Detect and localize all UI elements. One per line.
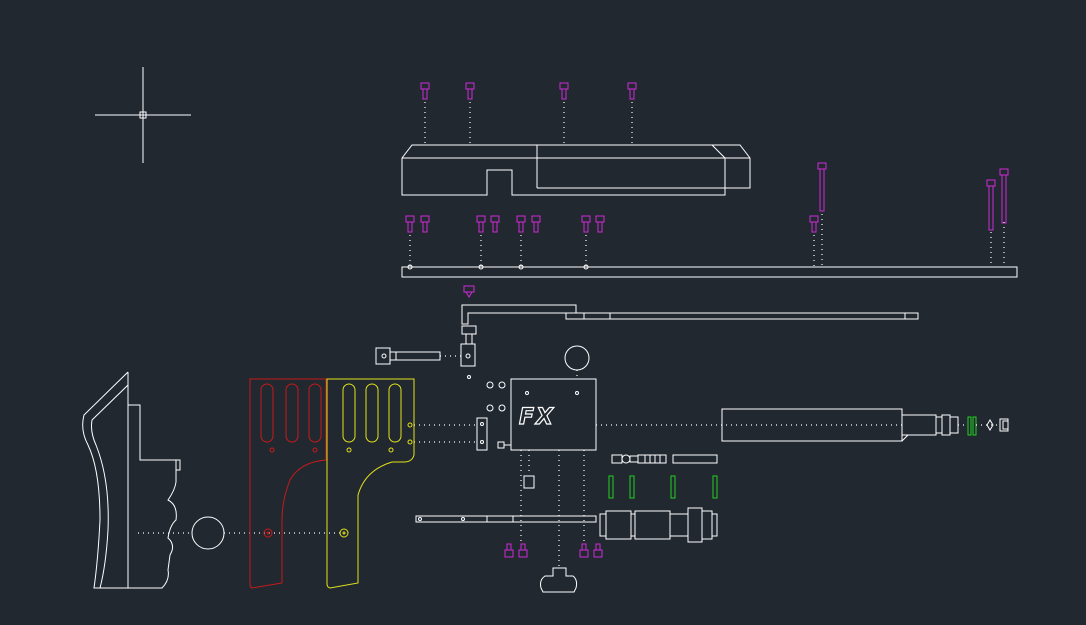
screw: [465, 82, 475, 100]
screw: [559, 82, 569, 100]
green-seals: [608, 475, 718, 499]
screw: [420, 82, 430, 100]
fx-logo: FX: [519, 405, 555, 430]
screw: [627, 82, 637, 100]
crosshair-cursor-icon: [95, 67, 191, 163]
stock-grip: [82, 371, 181, 589]
top-rail-block: [401, 144, 751, 196]
hammer-assembly: [599, 507, 718, 543]
pin-assembly: [375, 347, 461, 365]
grip-disc: [191, 516, 225, 550]
grip-panel-red: [249, 378, 327, 589]
o-rings: [958, 416, 1000, 436]
lower-rail-screws: [405, 162, 1009, 266]
end-cap: [986, 418, 1009, 432]
lower-rail: [401, 264, 1018, 278]
barrel-shroud: [721, 408, 959, 442]
cocking-lever: [460, 285, 919, 379]
rail-block-screws: [420, 82, 637, 145]
valve-parts: [611, 454, 718, 464]
receiver-bottom-parts: [504, 450, 603, 593]
bracket: [414, 417, 488, 451]
side-rail: [415, 515, 597, 523]
grip-panel-yellow: [326, 378, 415, 589]
receiver-block: FX: [486, 345, 597, 451]
